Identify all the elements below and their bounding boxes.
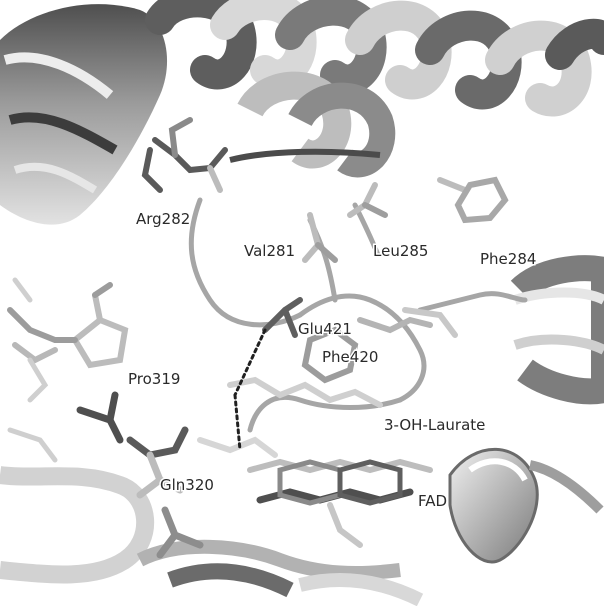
label-gln320: Gln320 xyxy=(160,476,214,494)
label-arg282: Arg282 xyxy=(136,210,190,228)
label-leu285: Leu285 xyxy=(373,242,428,260)
label-pro319: Pro319 xyxy=(128,370,180,388)
label-laurate: 3-OH-Laurate xyxy=(384,416,485,434)
label-glu421: Glu421 xyxy=(298,320,352,338)
label-val281: Val281 xyxy=(244,242,295,260)
label-phe420: Phe420 xyxy=(322,348,378,366)
label-fad: FAD xyxy=(418,492,447,510)
label-phe284: Phe284 xyxy=(480,250,536,268)
